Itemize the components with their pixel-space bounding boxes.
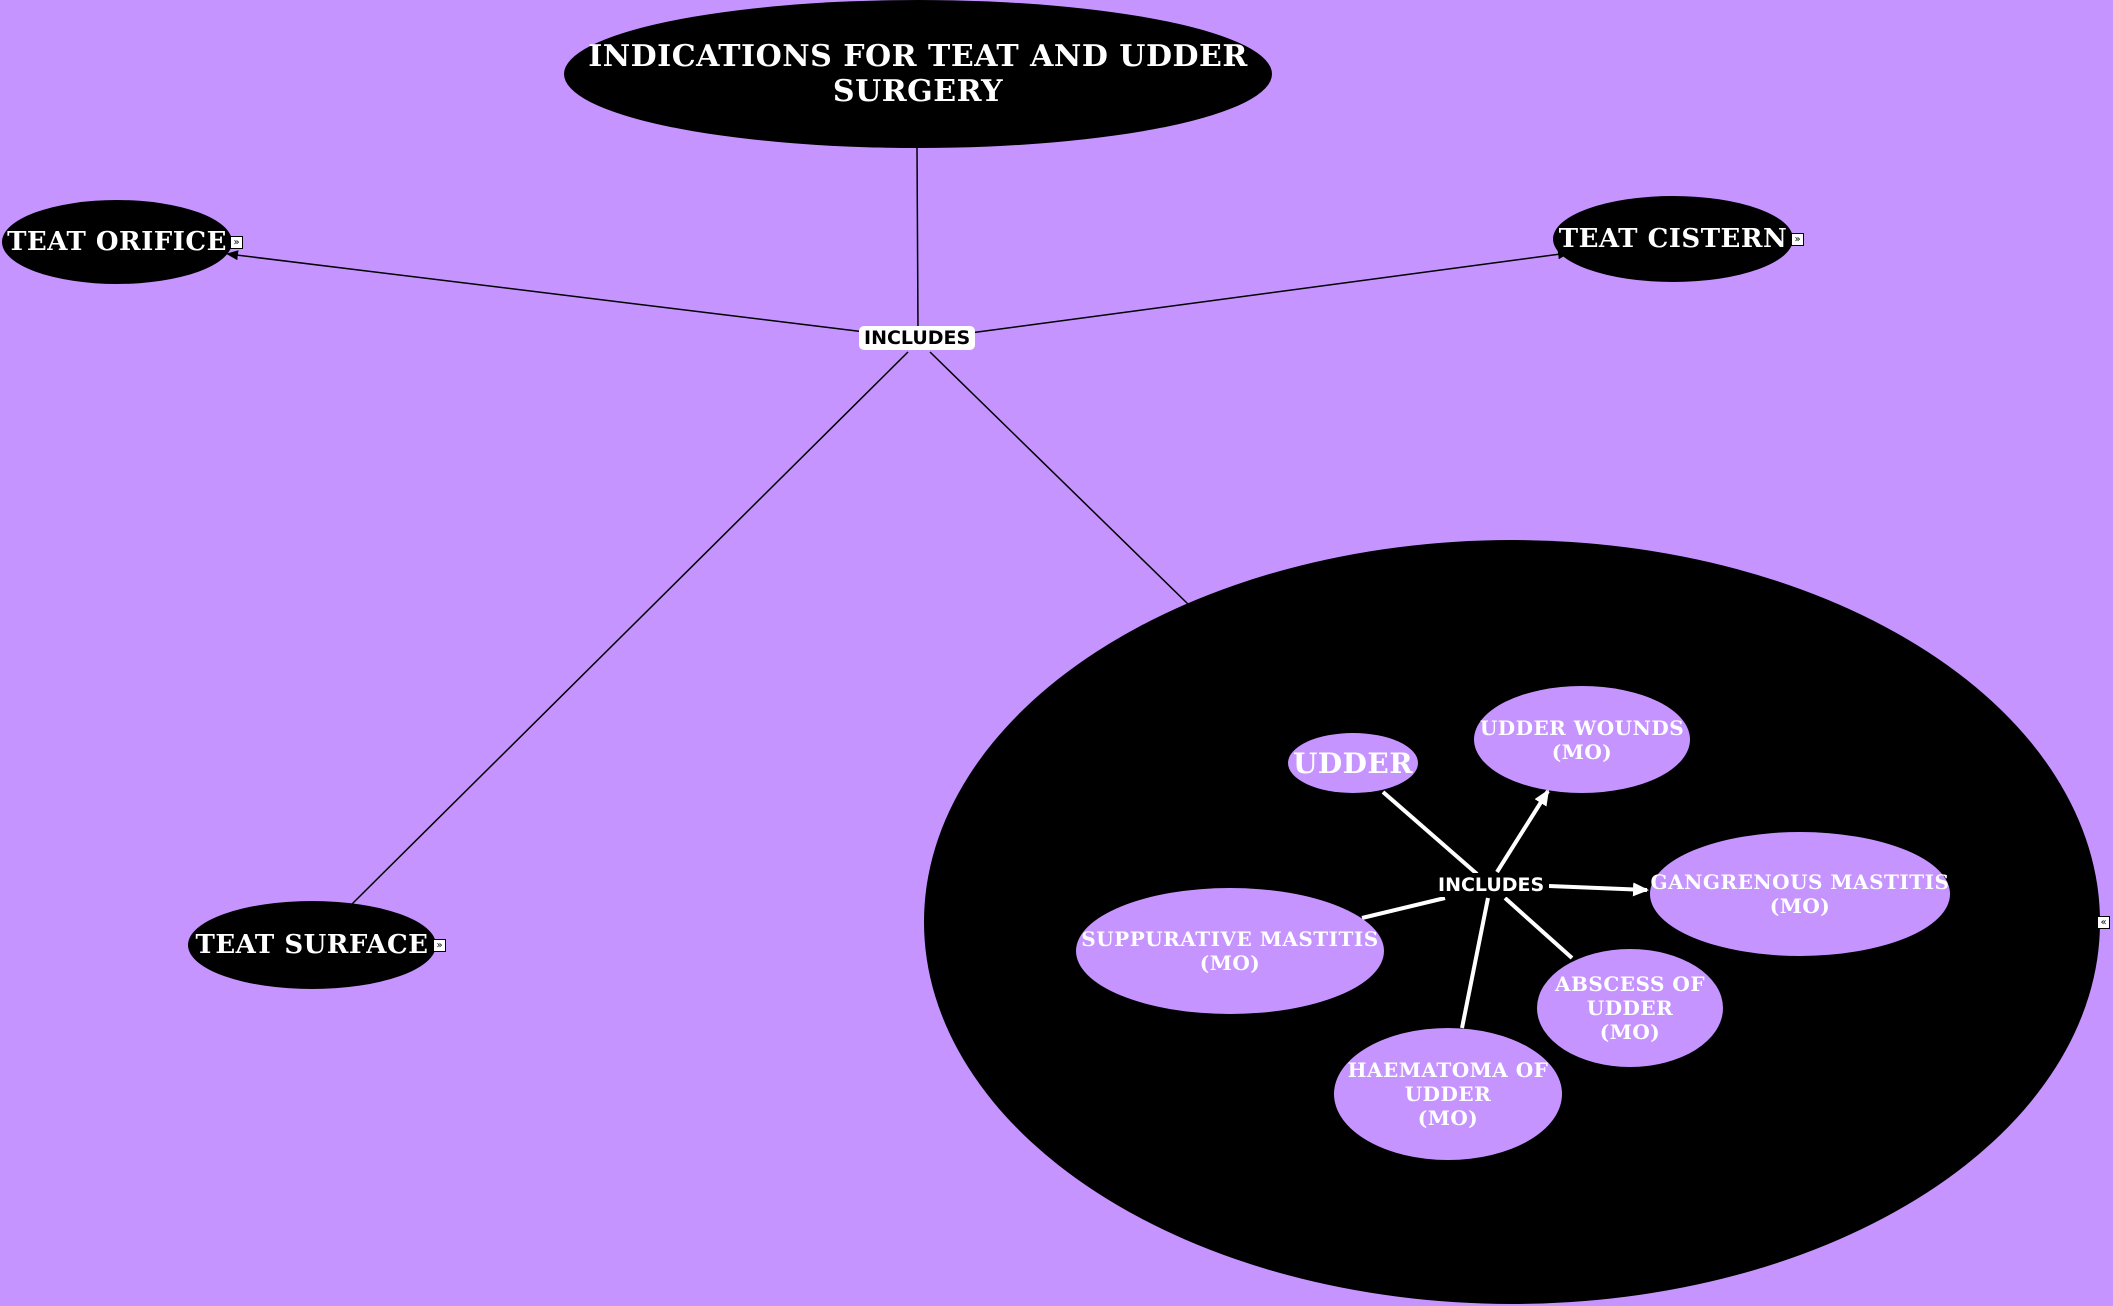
- teat-surface-node[interactable]: TEAT SURFACE: [188, 901, 436, 989]
- suppurative-line1: SUPPURATIVE MASTITIS: [1081, 927, 1379, 951]
- teat-cistern-text: TEAT CISTERN: [1558, 224, 1788, 254]
- connector-title-to-includes: [916, 147, 919, 331]
- abscess-line1: ABSCESS OF: [1554, 972, 1706, 996]
- gangrenous-mastitis-node[interactable]: GANGRENOUS MASTITIS (MO): [1650, 832, 1950, 956]
- udder-text: UDDER: [1292, 746, 1414, 780]
- haematoma-line3: (MO): [1417, 1106, 1479, 1130]
- connector-includes-to-abscess: [1503, 896, 1574, 960]
- gangrenous-line2: (MO): [1769, 894, 1831, 918]
- connector-includes-to-teat-cistern: [969, 249, 1570, 334]
- udder-wounds-line1: UDDER WOUNDS: [1479, 715, 1685, 740]
- connector-includes-to-udder-group: [929, 351, 1191, 607]
- title-node[interactable]: INDICATIONS FOR TEAT AND UDDER SURGERY: [564, 0, 1272, 148]
- udder-node[interactable]: UDDER: [1288, 733, 1418, 793]
- udder-includes-label[interactable]: INCLUDES: [1433, 873, 1550, 897]
- expand-icon[interactable]: »: [1791, 233, 1804, 246]
- connector-includes-to-udder-wounds: [1495, 789, 1550, 874]
- connector-includes-to-teat-surface: [349, 351, 909, 907]
- teat-cistern-node[interactable]: TEAT CISTERN: [1553, 196, 1793, 282]
- connector-includes-to-haematoma: [1460, 897, 1490, 1029]
- haematoma-line1: HAEMATOMA OF: [1347, 1058, 1549, 1082]
- teat-orifice-node[interactable]: TEAT ORIFICE: [2, 200, 232, 284]
- collapse-icon[interactable]: «: [2097, 916, 2110, 929]
- udder-wounds-node[interactable]: UDDER WOUNDS (MO): [1474, 686, 1690, 793]
- connector-includes-to-teat-orifice: [226, 250, 866, 333]
- gangrenous-line1: GANGRENOUS MASTITIS: [1650, 870, 1950, 894]
- connector-includes-to-suppurative: [1361, 896, 1446, 920]
- suppurative-mastitis-node[interactable]: SUPPURATIVE MASTITIS (MO): [1076, 888, 1384, 1014]
- haematoma-node[interactable]: HAEMATOMA OF UDDER (MO): [1334, 1028, 1562, 1160]
- teat-surface-text: TEAT SURFACE: [195, 930, 429, 960]
- expand-icon[interactable]: »: [433, 939, 446, 952]
- teat-orifice-text: TEAT ORIFICE: [7, 227, 227, 257]
- abscess-line2: UDDER: [1586, 996, 1674, 1020]
- abscess-node[interactable]: ABSCESS OF UDDER (MO): [1537, 949, 1723, 1067]
- title-text: INDICATIONS FOR TEAT AND UDDER SURGERY: [588, 39, 1248, 109]
- udder-group-ellipse[interactable]: [924, 540, 2100, 1304]
- suppurative-line2: (MO): [1199, 951, 1261, 975]
- includes-link-label[interactable]: INCLUDES: [859, 326, 976, 350]
- expand-icon[interactable]: »: [230, 236, 243, 249]
- haematoma-line2: UDDER: [1404, 1082, 1492, 1106]
- udder-wounds-line2: (MO): [1551, 739, 1613, 764]
- abscess-line3: (MO): [1599, 1020, 1661, 1044]
- connector-includes-to-gangrenous: [1548, 882, 1649, 897]
- connector-udder-to-includes: [1381, 790, 1479, 876]
